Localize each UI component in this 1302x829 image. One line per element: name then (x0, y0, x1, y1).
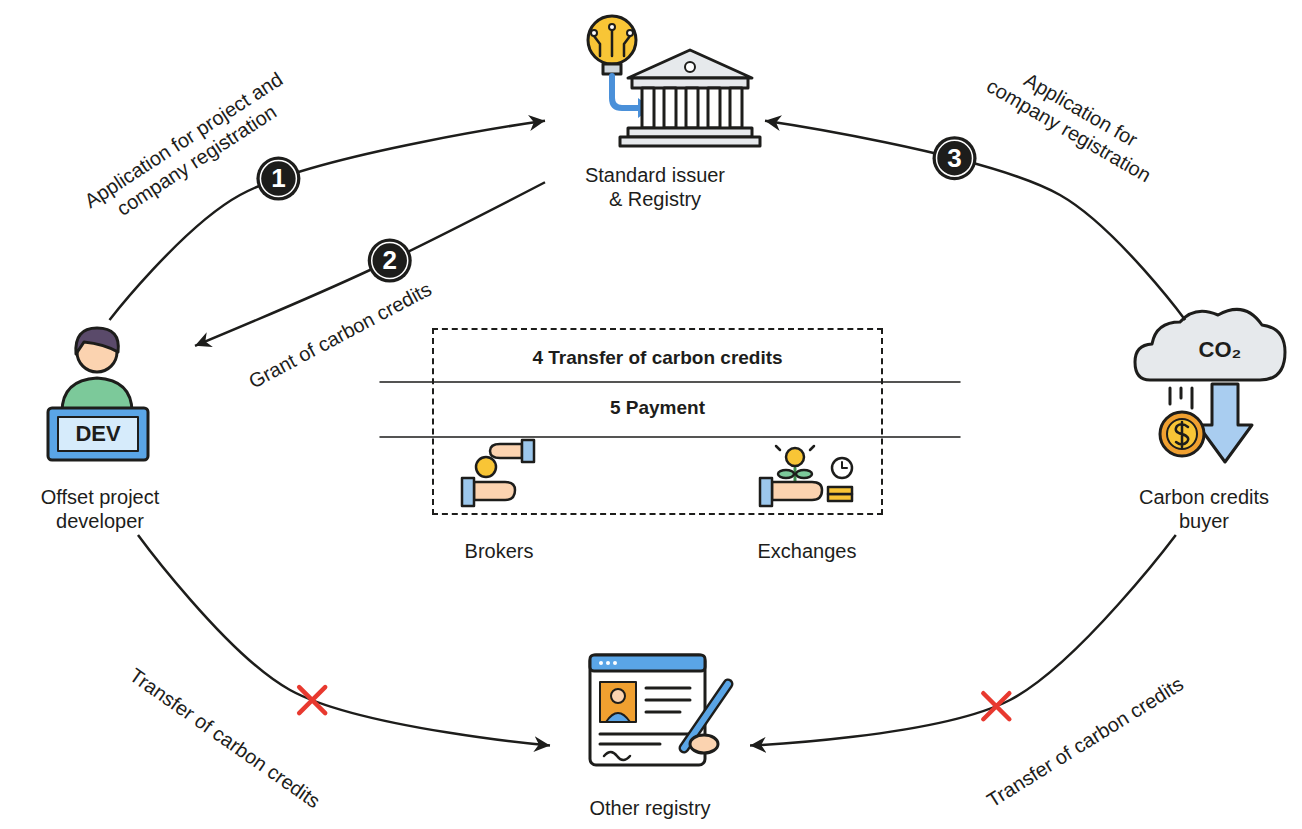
sign-text: DEV (75, 423, 120, 445)
bank-icon-part (588, 16, 636, 64)
buyer-icon-part (1170, 388, 1192, 408)
step-text: 5 Payment (610, 396, 705, 420)
edge-label: Application for company registration (976, 49, 1173, 191)
document-icon-part (690, 735, 718, 753)
bank-icon-part (686, 88, 698, 128)
registry-node: Standard issuer & Registry (545, 8, 765, 213)
buyer-icon-part (1167, 419, 1197, 449)
node-label: Carbon credits buyer (1129, 485, 1279, 533)
bank-icon-part (603, 64, 621, 74)
bank-icon-part (730, 88, 742, 128)
buyer-icon-part (1135, 309, 1285, 380)
exchanges-icon-part (786, 448, 804, 466)
exchanges-icon-part (772, 482, 822, 500)
brokers-icon-part (490, 444, 522, 458)
developer-icon (48, 328, 148, 460)
bank-icon-part (642, 88, 654, 128)
node-label: Standard issuer & Registry (580, 163, 730, 211)
document-icon-part (606, 713, 630, 722)
separator-line (380, 382, 960, 437)
buyer-icon (1135, 309, 1285, 462)
bank-icon-part (594, 30, 630, 56)
market-box: 4 Transfer of carbon credits5 PaymentBro… (432, 328, 883, 515)
buyer-icon-part (1176, 422, 1188, 447)
document-icon-part (599, 661, 603, 665)
bank-icon-part (620, 137, 760, 146)
bank-icon-part (628, 50, 752, 78)
exchanges-icon-part (778, 470, 794, 478)
exchanges-icon-part (828, 487, 852, 494)
developer-icon-part (76, 328, 118, 354)
callout-badge (933, 136, 977, 180)
document-icon-part (606, 661, 610, 665)
blocked-mark (299, 687, 325, 713)
brokers-icon (462, 440, 534, 506)
exchanges-icon-part (760, 478, 772, 506)
bank-icon (588, 16, 760, 146)
bank-icon-part (609, 24, 615, 30)
bank-icon-part (685, 62, 695, 72)
bank-icon-part (708, 88, 720, 128)
document-icon (590, 655, 728, 765)
separator-line-part (380, 436, 960, 438)
document-icon-part (600, 682, 636, 722)
brokers-icon-part (476, 457, 496, 477)
brokers-icon-part (474, 482, 515, 500)
document-icon-part (611, 689, 625, 703)
exchanges-icon-part (796, 470, 812, 478)
edge-label: Transfer of carbon credits (968, 663, 1201, 821)
exchanges-icon-part (842, 462, 847, 468)
document-icon-part (613, 661, 617, 665)
brokers-icon-part (522, 440, 534, 462)
broker-node: Brokers (439, 440, 559, 565)
bank-icon-part (591, 30, 597, 36)
brokers-icon-part (462, 478, 474, 506)
bank-icon-part (664, 88, 676, 128)
node-label: Brokers (465, 539, 534, 563)
exchange-node: Exchanges (742, 440, 872, 565)
co2-text: CO₂ (1199, 339, 1242, 361)
edge-label: Application for project and company regi… (72, 62, 308, 238)
callout-badge (256, 157, 300, 201)
bank-icon-part (627, 30, 633, 36)
callout-number: 2 (368, 239, 412, 283)
callout-number: 1 (256, 157, 300, 201)
developer-icon-part (58, 417, 138, 451)
document-icon-part (604, 752, 630, 760)
exchanges-icon-part (776, 446, 814, 450)
exchanges-icon-part (832, 458, 852, 478)
document-icon-part (600, 688, 690, 744)
callout-number: 3 (933, 136, 977, 180)
document-icon-part (590, 655, 705, 671)
edge-label: Grant of carbon credits (220, 263, 461, 406)
step-text: 4 Transfer of carbon credits (532, 346, 782, 370)
edge-label: Transfer of carbon credits (112, 654, 339, 823)
node-label: Other registry (589, 796, 710, 820)
node-label: Offset project developer (25, 485, 175, 533)
blocked-mark (983, 693, 1009, 719)
separator-line-part (380, 381, 960, 383)
node-label: Exchanges (758, 539, 857, 563)
callout-badge (368, 239, 412, 283)
buyer-icon-part (1198, 384, 1252, 462)
buyer-icon-part (1160, 412, 1204, 456)
exchanges-icon (760, 446, 852, 506)
registry-node: Other registry (550, 640, 750, 822)
developer-icon-part (48, 408, 148, 460)
